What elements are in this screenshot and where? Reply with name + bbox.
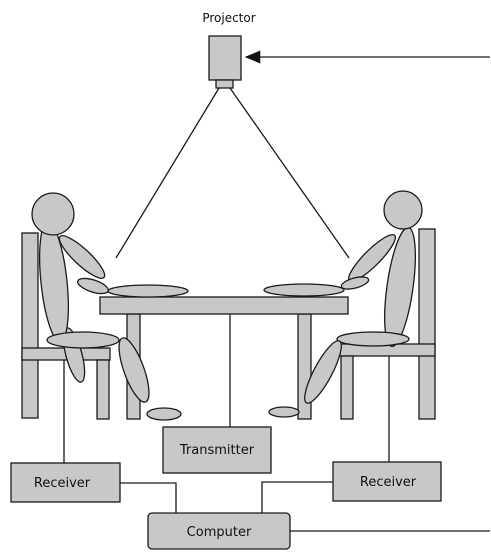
person-right-shin [304,340,342,404]
connections [63,314,490,532]
projection-surface-left [107,284,189,298]
chair-left-leg [96,359,110,420]
projection-beam-right [229,87,350,259]
chair-left-back [21,232,39,419]
transmitter-label: Transmitter [179,443,255,458]
person-left-shin [118,337,150,403]
table-top [99,296,349,315]
receiver-right-box [332,461,442,502]
person-left-forearm [77,277,109,295]
receiver-right-to-computer-line [261,481,333,513]
projection-beam-left [115,87,220,259]
receiver-left-to-computer-line [120,482,177,513]
person-left-foot [146,407,182,421]
projector-label: Projector [202,11,255,25]
person-right-foot [268,406,300,418]
person-left-thigh [46,331,120,349]
receiver-left-box [10,462,121,503]
projector-lens [215,79,234,89]
computer-label: Computer [187,525,252,540]
person-left-upper-arm [58,235,106,279]
chair-right-leg [340,355,354,420]
table [99,296,349,420]
receiver-right-label: Receiver [360,475,417,490]
person-left-head [31,192,75,236]
person-right-forearm [340,276,370,290]
chair-right-back [418,228,436,420]
person-right [268,190,423,418]
person-left [31,192,182,421]
chair-right [335,228,436,420]
transmitter-box [162,426,272,474]
projection-surface-right [263,283,345,297]
person-right-head [383,190,423,230]
projector-body [208,35,242,81]
projector [208,35,242,89]
person-right-thigh [336,331,410,347]
receiver-left-label: Receiver [34,476,91,491]
